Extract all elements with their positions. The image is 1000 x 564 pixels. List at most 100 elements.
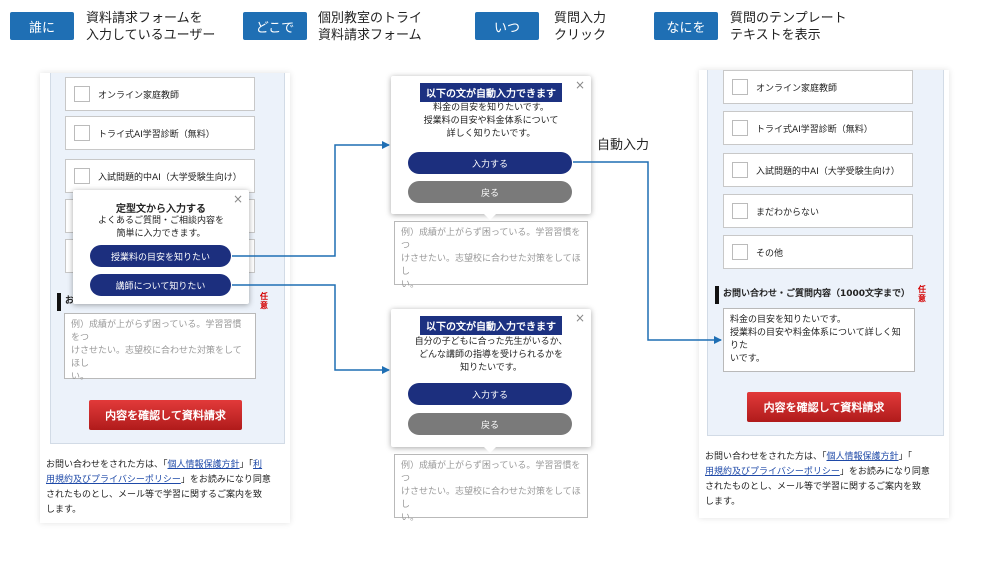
terms-link[interactable]: 用規約及びプライバシーポリシー (46, 475, 181, 485)
text-line: 料金の目安を知りたいです。 (433, 103, 549, 113)
what-line2: テキストを表示 (730, 28, 821, 43)
when-line2: クリック (554, 28, 607, 43)
where-tag: どこで (243, 12, 307, 40)
confirm-popup-tuition: × 以下の文が自動入力できます 料金の目安を知りたいです。 授業料の目安や料金体… (391, 76, 591, 214)
right-question-label: お問い合わせ・ご質問内容（1000文字まで） (723, 289, 911, 299)
option-label: まだわからない (756, 207, 820, 218)
terms-link-part[interactable]: 利 (253, 460, 263, 470)
privacy-mid: 」「 (898, 452, 913, 462)
back-button[interactable]: 戻る (408, 181, 572, 203)
right-phone-panel: オンライン家庭教師 トライ式AI学習診断（無料） 入試問題的中AI（大学受験生向… (699, 70, 949, 518)
required-badge: 任意 (260, 292, 268, 310)
placeholder-line: けさせたい。志望校に合わせた対策をしてほし (71, 346, 242, 369)
close-icon[interactable]: × (232, 192, 243, 206)
option-label: 入試問題的中AI（大学受験生向け） (756, 166, 900, 177)
when-description: 質問入力 クリック (554, 10, 606, 44)
required-badge: 任意 (918, 285, 926, 303)
placeholder-line: 例）成績が上がらず困っている。学習習慣をつ (71, 320, 242, 343)
option-label: トライ式AI学習診断（無料） (98, 129, 215, 140)
right-submit-button[interactable]: 内容を確認して資料請求 (747, 392, 901, 422)
confirm-popup-title: 以下の文が自動入力できます (420, 83, 562, 102)
confirm-popup-text: 自分の子どもに合った先生がいるか、 どんな講師の指導を受けられるかを 知りたいで… (391, 336, 591, 375)
option-label: オンライン家庭教師 (756, 83, 838, 94)
placeholder-line: 例）成績が上がらず困っている。学習習慣をつ (401, 461, 581, 484)
privacy-mid: 」「 (239, 460, 254, 470)
arrow-tuition-to-confirm (232, 141, 390, 257)
checkbox[interactable] (74, 125, 90, 141)
checkbox[interactable] (732, 79, 748, 95)
privacy-policy-link[interactable]: 個人情報保護方針 (826, 452, 899, 462)
left-submit-button[interactable]: 内容を確認して資料請求 (89, 400, 242, 430)
placeholder-line: い。 (71, 372, 90, 382)
right-privacy-text: お問い合わせをされた方は、「個人情報保護方針」「 用規約及びプライバシーポリシー… (705, 450, 945, 510)
middle-bottom-textarea[interactable]: 例）成績が上がらず困っている。学習習慣をつ けさせたい。志望校に合わせた対策をし… (394, 454, 588, 521)
template-teacher-button[interactable]: 講師について知りたい (90, 274, 231, 296)
left-option-online[interactable]: オンライン家庭教師 (65, 77, 255, 111)
right-option-undecided[interactable]: まだわからない (723, 194, 913, 228)
right-option-online[interactable]: オンライン家庭教師 (723, 70, 913, 104)
left-privacy-text: お問い合わせをされた方は、「個人情報保護方針」「利 用規約及びプライバシーポリシ… (46, 458, 286, 518)
when-line1: 質問入力 (554, 11, 607, 26)
input-confirm-button[interactable]: 入力する (408, 152, 572, 174)
text-line: よくあるご質問・ご相談内容を (97, 216, 224, 226)
privacy-post2: されたものとし、メール等で学習に関するご案内を致 (705, 482, 922, 492)
arrow-confirm-to-filled (573, 161, 722, 344)
arrow-teacher-to-confirm (232, 284, 390, 374)
left-question-label: お (65, 296, 75, 306)
what-description: 質問のテンプレート テキストを表示 (730, 10, 847, 44)
checkbox[interactable] (732, 244, 748, 260)
option-label: その他 (756, 248, 784, 259)
middle-top-textarea[interactable]: 例）成績が上がらず困っている。学習習慣をつ けさせたい。志望校に合わせた対策をし… (394, 221, 588, 288)
checkbox[interactable] (74, 86, 90, 102)
placeholder-line: い。 (401, 280, 420, 288)
confirm-popup-teacher: × 以下の文が自動入力できます 自分の子どもに合った先生がいるか、 どんな講師の… (391, 309, 591, 447)
privacy-post3: します。 (46, 505, 82, 515)
text-line: 簡単に入力できます。 (116, 229, 206, 239)
what-line1: 質問のテンプレート (730, 11, 847, 26)
checkbox[interactable] (732, 203, 748, 219)
popup-pointer (484, 214, 496, 220)
privacy-post2: されたものとし、メール等で学習に関するご案内を致 (46, 490, 263, 500)
placeholder-line: けさせたい。志望校に合わせた対策をしてほし (401, 487, 581, 510)
template-popup-title: 定型文から入力する (116, 204, 206, 215)
template-popup-text: よくあるご質問・ご相談内容を 簡単に入力できます。 (73, 215, 249, 241)
close-icon[interactable]: × (574, 311, 585, 325)
right-option-exam-ai[interactable]: 入試問題的中AI（大学受験生向け） (723, 153, 913, 187)
confirm-popup-title: 以下の文が自動入力できます (420, 316, 562, 335)
input-confirm-button[interactable]: 入力する (408, 383, 572, 405)
confirm-popup-text: 料金の目安を知りたいです。 授業料の目安や料金体系について 詳しく知りたいです。 (391, 102, 591, 141)
privacy-post3: します。 (705, 497, 741, 507)
text-line: 詳しく知りたいです。 (446, 129, 536, 139)
checkbox[interactable] (74, 168, 90, 184)
left-option-ai-diagnosis[interactable]: トライ式AI学習診断（無料） (65, 116, 255, 150)
privacy-policy-link[interactable]: 個人情報保護方針 (167, 460, 240, 470)
back-button[interactable]: 戻る (408, 413, 572, 435)
checkbox[interactable] (732, 162, 748, 178)
left-question-textarea[interactable]: 例）成績が上がらず困っている。学習習慣をつ けさせたい。志望校に合わせた対策をし… (64, 313, 256, 382)
option-label: トライ式AI学習診断（無料） (756, 124, 873, 135)
checkbox[interactable] (732, 120, 748, 136)
template-tuition-button[interactable]: 授業料の目安を知りたい (90, 245, 231, 267)
text-line: 自分の子どもに合った先生がいるか、 (414, 337, 568, 347)
who-tag: 誰に (10, 12, 74, 40)
privacy-post1: 」をお読みになり同意 (839, 467, 930, 477)
text-line: 授業料の目安や料金体系について (423, 116, 559, 126)
placeholder-line: い。 (401, 513, 420, 521)
right-option-other[interactable]: その他 (723, 235, 913, 269)
right-question-textarea-filled[interactable]: 料金の目安を知りたいです。 授業料の目安や料金体系について詳しく知りた いです。 (723, 308, 915, 372)
who-description: 資料請求フォームを 入力しているユーザー (86, 10, 215, 44)
auto-input-label: 自動入力 (597, 138, 650, 153)
close-icon[interactable]: × (574, 78, 585, 92)
what-tag: なにを (654, 12, 718, 40)
question-heading-bar (715, 286, 719, 304)
left-option-exam-ai[interactable]: 入試問題的中AI（大学受験生向け） (65, 159, 255, 193)
filled-line: 授業料の目安や料金体系について詳しく知りた (730, 328, 901, 351)
text-line: どんな講師の指導を受けられるかを (418, 350, 563, 360)
terms-link[interactable]: 用規約及びプライバシーポリシー (705, 467, 840, 477)
filled-line: 料金の目安を知りたいです。 (730, 315, 846, 325)
text-line: 知りたいです。 (460, 363, 522, 373)
right-option-ai-diagnosis[interactable]: トライ式AI学習診断（無料） (723, 111, 913, 145)
privacy-post1: 」をお読みになり同意 (180, 475, 271, 485)
option-label: 入試問題的中AI（大学受験生向け） (98, 172, 242, 183)
